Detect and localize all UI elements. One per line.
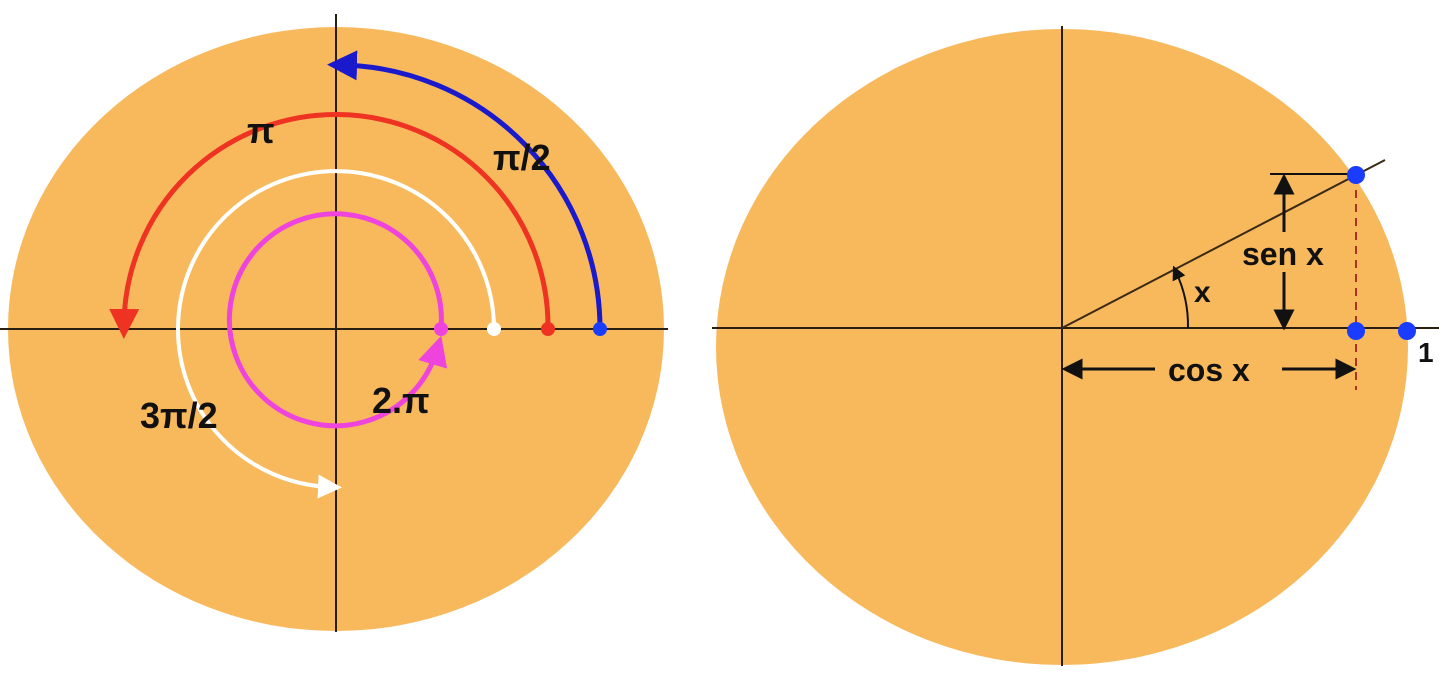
label-cosine: cos x xyxy=(1168,352,1250,388)
label-pi: π xyxy=(247,110,275,151)
point-unit xyxy=(1398,322,1416,340)
label-sine: sen x xyxy=(1242,236,1324,272)
left-diagram: π/2 π 3π/2 2.π xyxy=(0,14,668,632)
point-on-circle xyxy=(1347,166,1365,184)
arc-three-quarter-turn xyxy=(176,169,496,499)
radius-line xyxy=(1061,159,1386,329)
arc-half-turn xyxy=(109,112,551,339)
right-diagram: sen x cos x x 1 xyxy=(712,26,1439,666)
label-two-pi: 2.π xyxy=(372,380,430,421)
point-magenta-start xyxy=(434,322,448,336)
point-cosine-projection xyxy=(1347,322,1365,340)
point-white-start xyxy=(487,322,501,336)
arc-full-turn xyxy=(226,211,448,429)
point-red-start xyxy=(541,322,555,336)
label-pi-half: π/2 xyxy=(493,137,551,178)
angle-arc xyxy=(1172,265,1190,329)
label-angle: x xyxy=(1194,276,1211,309)
label-three-pi-half: 3π/2 xyxy=(140,395,218,436)
label-unit: 1 xyxy=(1418,337,1434,368)
point-blue-start xyxy=(593,322,607,336)
arc-quarter-turn xyxy=(327,50,603,330)
